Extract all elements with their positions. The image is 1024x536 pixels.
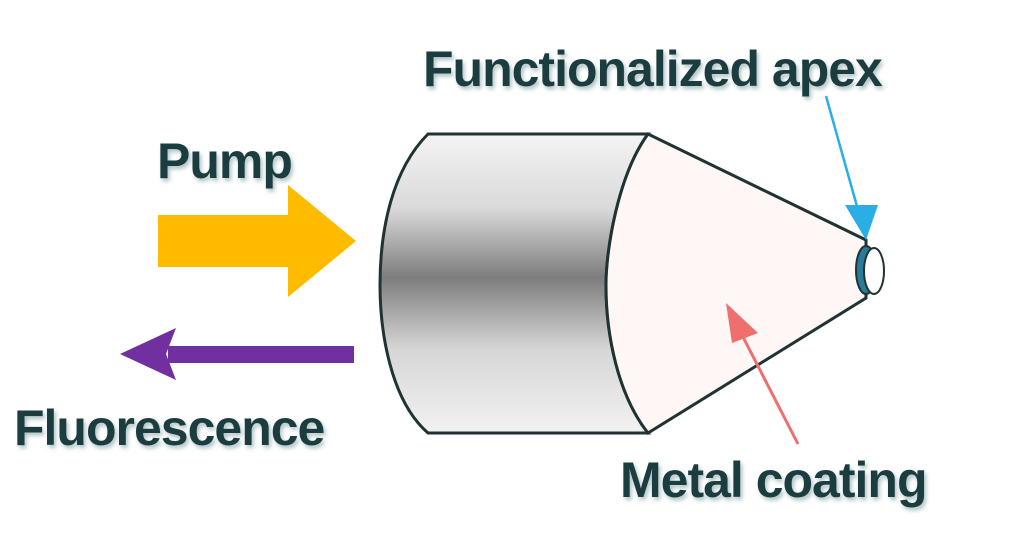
functionalized-apex-label: Functionalized apex — [423, 41, 883, 97]
pump-arrow — [158, 185, 356, 297]
apex-tip — [855, 245, 885, 295]
fluorescence-label: Fluorescence — [14, 400, 325, 456]
pump-label: Pump — [157, 133, 292, 189]
apex-pointer-arrow — [824, 95, 878, 240]
metal-coating-label: Metal coating — [620, 452, 926, 508]
coating-pointer-arrow — [726, 303, 800, 445]
fluorescence-arrow — [120, 328, 354, 380]
metal-coated-cone — [604, 132, 868, 435]
